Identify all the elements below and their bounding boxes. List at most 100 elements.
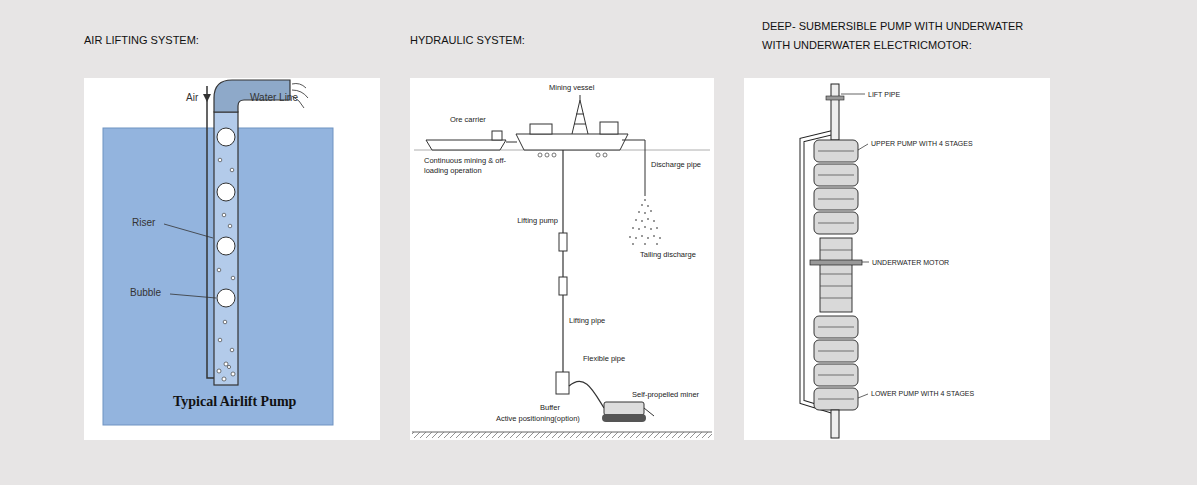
- hydraulic-figure: [596, 153, 600, 157]
- hydraulic-figure: [426, 140, 506, 150]
- hydraulic-figure: [562, 150, 563, 372]
- hydraulic-figure: [410, 78, 714, 440]
- submersible-pump-figure: [826, 96, 844, 100]
- submersible-pump-figure: [820, 238, 852, 312]
- hydraulic-figure: [600, 122, 618, 134]
- hydraulic-figure: [629, 199, 661, 245]
- submersible-pump-figure: [831, 410, 839, 438]
- submersible-pump-figure: [820, 250, 852, 251]
- hydraulic-figure: [635, 219, 637, 221]
- part-label: Flexible pipe: [583, 354, 625, 364]
- hydraulic-figure: [538, 153, 607, 157]
- hydraulic-figure: [641, 204, 643, 206]
- hydraulic-figure: [653, 220, 655, 222]
- part-label: Water Line: [250, 92, 298, 104]
- hydraulic-figure: [644, 243, 646, 245]
- hydraulic-figure: [650, 228, 652, 230]
- airlift-figure: [228, 224, 232, 228]
- airlift-figure: [217, 183, 235, 201]
- airlift-figure: [207, 86, 214, 378]
- hydraulic-figure: [538, 153, 542, 157]
- airlift-figure: [218, 338, 222, 342]
- hydraulic-figure: [632, 243, 634, 245]
- hydraulic-figure: [603, 153, 607, 157]
- airlift-figure: [214, 112, 238, 385]
- part-label: Tailing discharge: [640, 250, 696, 260]
- submersible-pump-figure: [814, 364, 858, 386]
- hydraulic-figure: [647, 205, 649, 207]
- submersible-pump-figure: [820, 274, 852, 275]
- hydraulic-figure: [530, 124, 552, 134]
- airlift-figure: [203, 94, 211, 102]
- submersible-pump-figure: [818, 327, 854, 328]
- submersible-pump-figure: [818, 223, 854, 224]
- section-heading: AIR LIFTING SYSTEM:: [84, 31, 199, 50]
- part-label: Self-propelled miner: [632, 390, 699, 400]
- submersible-pump-figure: [818, 399, 854, 400]
- airlift-figure: [217, 237, 235, 255]
- airlift-figure: [217, 289, 235, 307]
- figure-caption: Typical Airlift Pump: [173, 394, 296, 410]
- airlift-figure: [230, 168, 234, 172]
- hydraulic-figure: [653, 235, 655, 237]
- part-label: Continuous mining & off-loading operatio…: [424, 156, 524, 176]
- submersible-pump-figure: [818, 151, 854, 152]
- part-label: LIFT PIPE: [868, 90, 900, 99]
- submersible-pump-figure: [744, 78, 1050, 440]
- hydraulic-figure: [569, 381, 604, 408]
- part-label: Mining vessel: [549, 83, 594, 93]
- hydraulic-figure: [622, 140, 645, 196]
- hydraulic-figure: [644, 226, 646, 228]
- airlift-figure: [217, 158, 235, 381]
- hydraulic-figure: [644, 199, 646, 201]
- hydraulic-figure: [559, 233, 567, 251]
- part-label: Bubble: [130, 287, 161, 299]
- airlift-figure: [217, 268, 221, 272]
- submersible-pump-figure: [814, 164, 858, 186]
- hydraulic-figure: [644, 212, 646, 214]
- hydraulic-figure: [632, 227, 634, 229]
- hydraulic-figure: [650, 210, 652, 212]
- submersible-pump-figure: [858, 394, 868, 398]
- hydraulic-figure: [644, 408, 654, 416]
- submersible-pump-figure: [858, 144, 868, 150]
- part-label: Riser: [132, 217, 155, 229]
- submersible-pump-figure: [818, 351, 854, 352]
- submersible-pump-figure: [862, 262, 869, 263]
- hydraulic-figure: [410, 78, 714, 440]
- submersible-pump-figure: [814, 340, 858, 362]
- part-label: Lifting pipe: [569, 316, 605, 326]
- airlift-figure: [170, 294, 216, 298]
- part-label: UNDERWATER MOTOR: [872, 258, 949, 267]
- hydraulic-figure: [656, 227, 658, 229]
- airlift-figure: [227, 365, 230, 368]
- airlift-figure: [224, 362, 228, 366]
- submersible-pump-figure: [814, 316, 858, 338]
- hydraulic-figure: [412, 432, 712, 438]
- hydraulic-figure: [647, 237, 649, 239]
- airlift-figure: [218, 158, 222, 162]
- hydraulic-figure: [656, 243, 658, 245]
- hydraulic-figure: [506, 142, 517, 143]
- airlift-figure: [223, 320, 227, 324]
- hydraulic-figure: [647, 218, 649, 220]
- part-label: Ore carrier: [450, 115, 486, 125]
- submersible-pump-figure: [814, 188, 858, 210]
- hydraulic-figure: [559, 277, 567, 295]
- airlift-figure: [84, 78, 380, 440]
- airlift-figure: [230, 348, 234, 352]
- airlift-figure: [231, 276, 235, 280]
- airlift-figure: [84, 78, 380, 440]
- submersible-pump-figure: [818, 375, 854, 376]
- airlift-figure: [164, 224, 213, 238]
- airlift-figure: [217, 369, 221, 373]
- submersible-pump-figure: [814, 212, 858, 234]
- hydraulic-figure: [635, 237, 637, 239]
- part-label: Active positioning(option): [496, 414, 580, 424]
- submersible-pump-figure: [814, 140, 858, 162]
- part-label: Air: [186, 92, 198, 104]
- part-label: UPPER PUMP WITH 4 STAGES: [871, 139, 973, 148]
- submersible-pump-figure: [810, 260, 862, 265]
- part-label: Buffer: [540, 403, 560, 413]
- airlift-figure: [231, 372, 235, 376]
